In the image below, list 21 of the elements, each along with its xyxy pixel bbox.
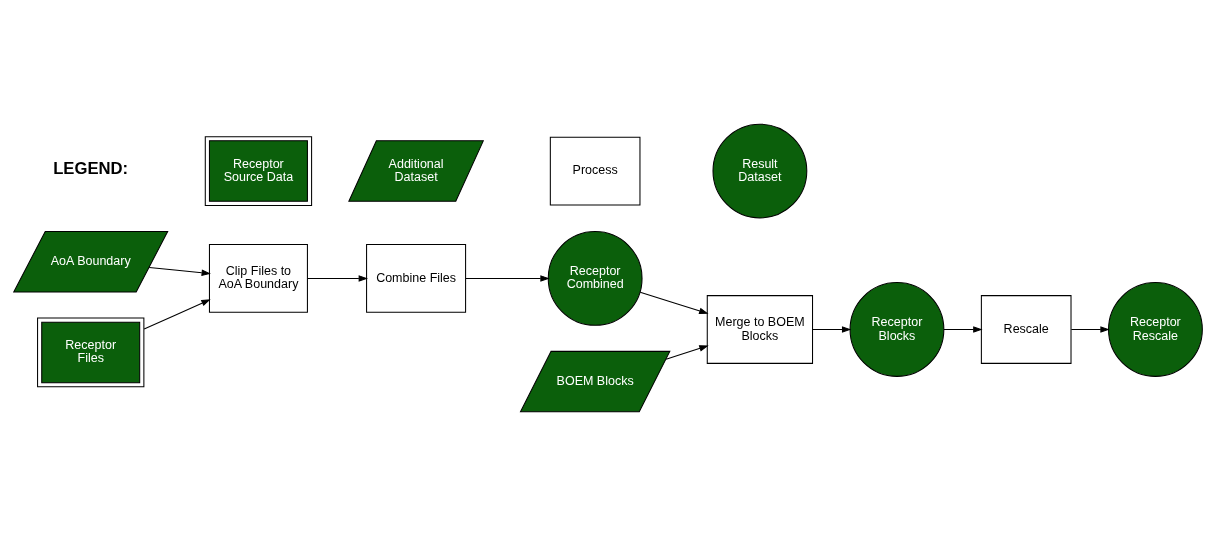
arrow xyxy=(148,266,211,276)
node-box: Process xyxy=(549,136,641,205)
node-box: Combine Files xyxy=(366,243,467,313)
node-box: Receptor Files xyxy=(37,317,145,387)
node-box: Rescale xyxy=(980,294,1072,364)
arrow xyxy=(943,325,983,333)
arrow xyxy=(1070,325,1110,333)
node-box: Receptor Source Data xyxy=(204,135,313,206)
arrow xyxy=(639,291,709,314)
label: LEGEND: xyxy=(53,158,129,178)
node-circle: Result Dataset xyxy=(712,123,808,218)
node-circle: Receptor Blocks xyxy=(849,281,945,377)
node-box: Merge to BOEM Blocks xyxy=(706,294,814,364)
node-box: Clip Files to AoA Boundary xyxy=(208,243,308,313)
node-circle: Receptor Rescale xyxy=(1108,281,1203,377)
node-circle: Receptor Combined xyxy=(547,230,643,326)
arrow xyxy=(307,274,368,282)
arrow xyxy=(143,298,211,330)
arrow xyxy=(665,344,709,360)
arrow xyxy=(812,325,852,333)
arrow xyxy=(465,274,550,282)
